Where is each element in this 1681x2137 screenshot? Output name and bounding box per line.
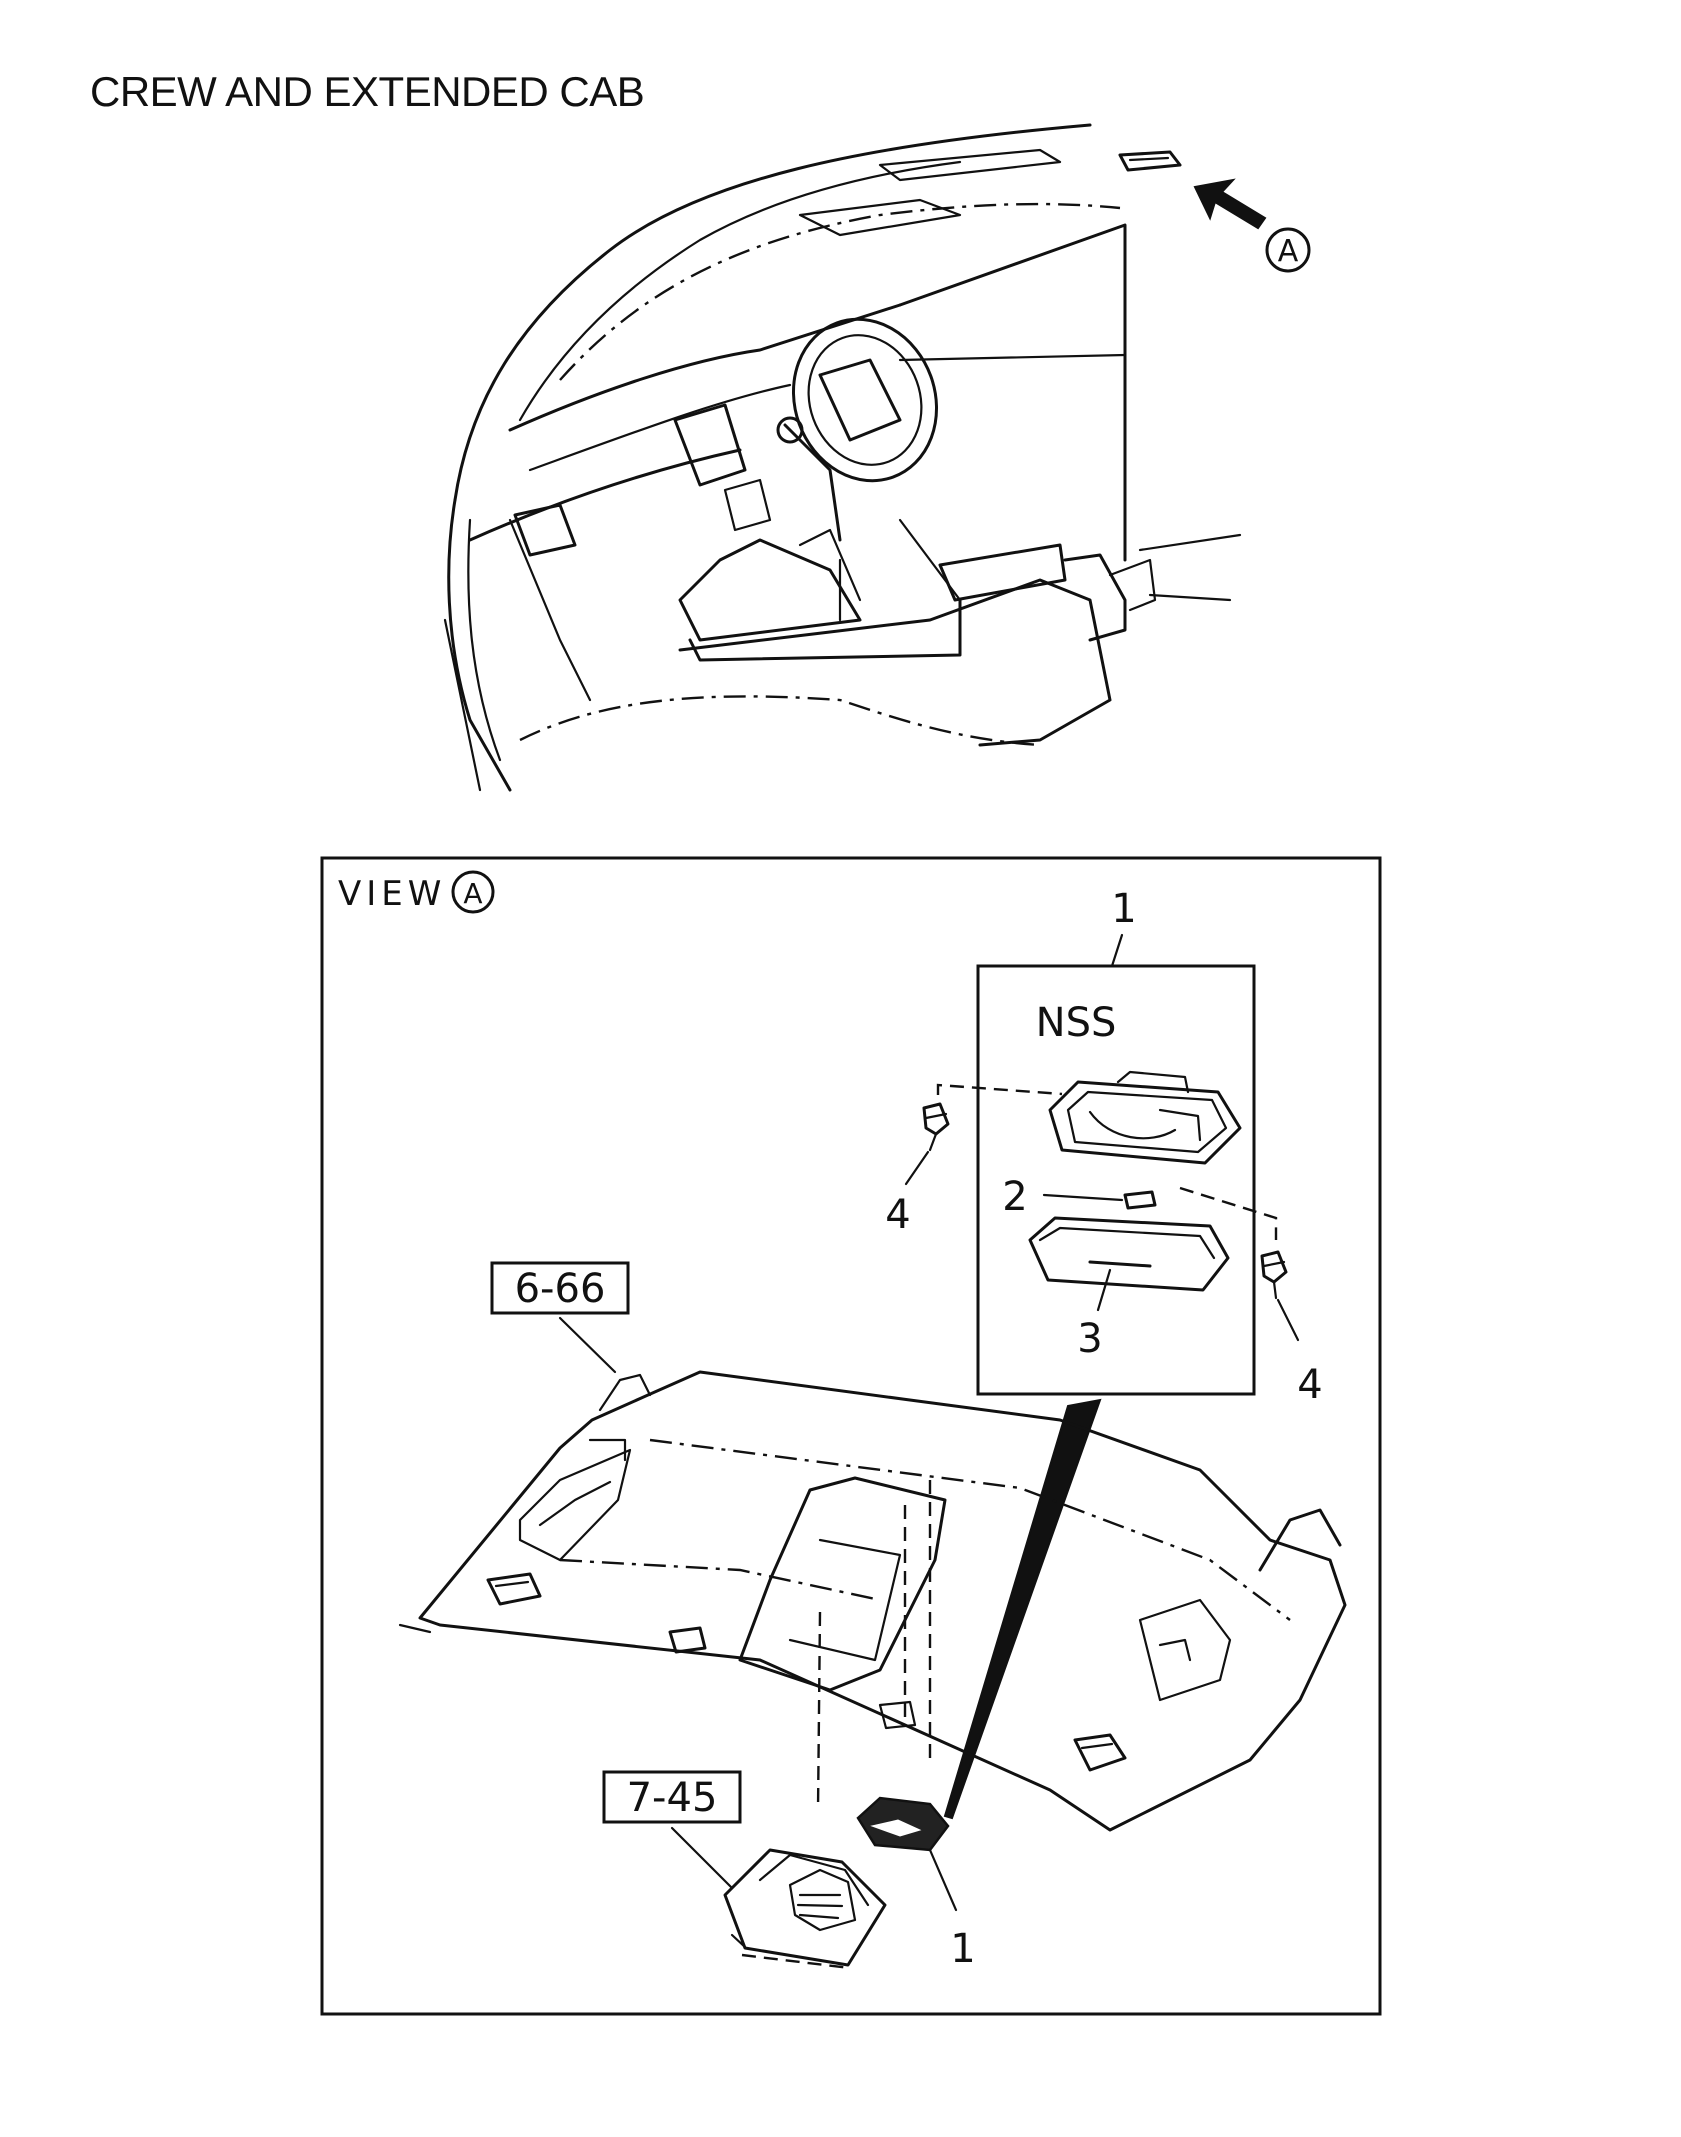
ref-console: 7-45 [627,1775,718,1821]
view-frame [320,856,1382,2016]
callout-screw-left: 4 [885,1192,910,1238]
view-marker-label: A [1278,234,1299,269]
detail-pointer [943,1398,1102,1820]
lamp-lens [1028,1216,1230,1292]
inset-label: NSS [1036,1000,1117,1046]
ref-headliner: 6-66 [515,1266,606,1312]
ref-box-console [602,1770,742,1824]
callout-bulb: 2 [1002,1174,1027,1220]
view-marker-circle [1265,227,1311,273]
callout-lens: 3 [1077,1316,1102,1362]
view-arrow-icon [1193,178,1267,230]
ref-box-headliner [490,1261,630,1315]
bulb [1123,1190,1157,1210]
headliner-illustration [398,1370,1347,1832]
dome-lamp: 1 [856,1796,976,1972]
callout-inset-part: 1 [1111,886,1136,932]
screw-left: 4 [885,1102,950,1238]
view-label: VIEW [338,874,446,914]
callout-screw-right: 4 [1297,1362,1322,1408]
inset-detail: 1 NSS 2 3 [936,886,1278,1396]
inset-frame [976,964,1256,1396]
page-title: CREW AND EXTENDED CAB [90,68,645,115]
callout-lamp-part: 1 [950,1926,975,1972]
lamp-housing [1048,1080,1242,1165]
view-box-marker-circle [451,870,495,914]
screw-right: 4 [1260,1250,1323,1408]
view-box-marker-label: A [463,877,482,910]
cab-interior-illustration: A [443,123,1311,792]
overhead-console [723,1848,887,1970]
